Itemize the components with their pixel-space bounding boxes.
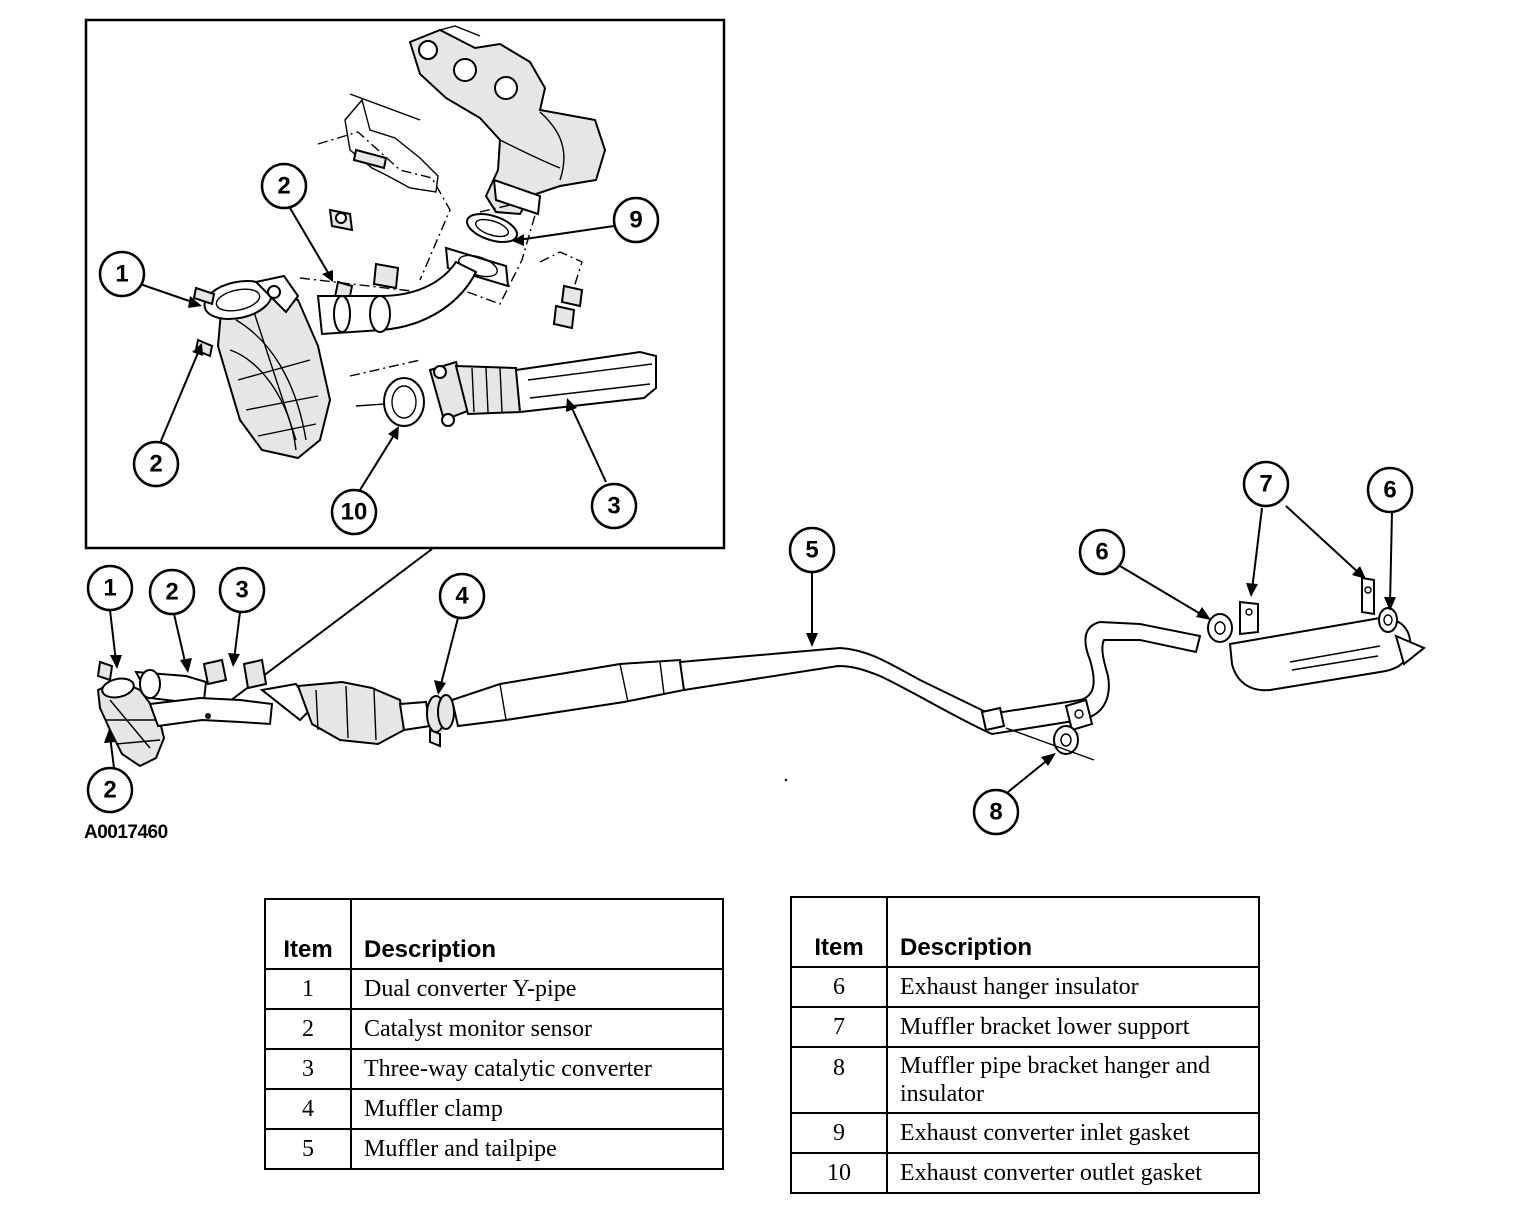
svg-text:7: 7 [1259, 471, 1272, 498]
main-catalytic-converter [259, 680, 432, 746]
item-number: 8 [790, 1046, 888, 1114]
header-description: Description [886, 896, 1260, 968]
svg-text:4: 4 [455, 583, 469, 610]
callout-main-3: 3 [218, 566, 266, 614]
y-pipe-inlet-pipe [316, 260, 478, 336]
exhaust-system-diagram: 1 2 2 9 10 3 [84, 18, 1426, 836]
svg-text:2: 2 [277, 173, 290, 200]
svg-text:1: 1 [103, 575, 116, 602]
callout-inset-3: 3 [590, 482, 638, 530]
inlet-gasket-9 [444, 178, 542, 288]
svg-text:10: 10 [341, 499, 368, 526]
callout-main-6-front: 6 [1078, 528, 1126, 576]
svg-text:6: 6 [1095, 539, 1108, 566]
item-description: Muffler and tailpipe [350, 1128, 724, 1170]
muffler-bracket-front [1239, 600, 1259, 636]
muffler-pipe-bracket-hanger [980, 698, 1095, 761]
header-item: Item [264, 898, 352, 970]
callout-inset-2-upper: 2 [260, 162, 308, 210]
main-leader-arrows [104, 505, 1396, 793]
item-description: Muffler clamp [350, 1088, 724, 1130]
three-way-catalytic-converter-inlet [428, 350, 657, 427]
svg-text:8: 8 [989, 799, 1002, 826]
callout-main-8: 8 [972, 788, 1020, 836]
inset-leader-arrows [139, 207, 615, 491]
item-number: 7 [790, 1006, 888, 1048]
muffler [1228, 616, 1426, 692]
legend-header-row: Item Description [790, 896, 1260, 968]
callout-inset-10: 10 [330, 488, 378, 536]
muffler-and-tailpipe [678, 620, 1202, 736]
item-number: 4 [264, 1088, 352, 1130]
svg-text:2: 2 [149, 451, 162, 478]
item-description: Muffler bracket lower support [886, 1006, 1260, 1048]
item-description: Dual converter Y-pipe [350, 968, 724, 1010]
stud-centerline-upper [317, 131, 451, 281]
resonator [450, 658, 686, 728]
item-number: 6 [790, 966, 888, 1008]
exhaust-manifold [408, 25, 607, 216]
legend-header-row: Item Description [264, 898, 724, 970]
callout-main-1: 1 [86, 564, 134, 612]
studs-and-nuts [328, 148, 584, 330]
item-description: Exhaust converter inlet gasket [886, 1112, 1260, 1154]
callout-main-6-rear: 6 [1366, 466, 1414, 514]
callout-main-7: 7 [1242, 460, 1290, 508]
header-description: Description [350, 898, 724, 970]
figure-code: A0017460 [84, 822, 168, 843]
item-description: Catalyst monitor sensor [350, 1008, 724, 1050]
engine-block-outline [344, 98, 439, 193]
item-description: Exhaust hanger insulator [886, 966, 1260, 1008]
dual-converter-y-pipe [192, 274, 332, 460]
svg-text:3: 3 [607, 493, 620, 520]
outlet-gasket-10 [355, 377, 425, 427]
svg-text:5: 5 [805, 537, 818, 564]
svg-text:2: 2 [103, 777, 116, 804]
callout-main-4: 4 [438, 572, 486, 620]
svg-text:3: 3 [235, 577, 248, 604]
svg-text:9: 9 [629, 207, 642, 234]
callout-inset-1: 1 [98, 250, 146, 298]
main-exhaust-assembly: 1 2 3 2 4 5 6 7 6 8 [86, 460, 1426, 836]
item-number: 1 [264, 968, 352, 1010]
hanger-insulator-front [1207, 613, 1233, 643]
item-number: 10 [790, 1152, 888, 1194]
callout-inset-2-lower: 2 [132, 440, 180, 488]
svg-text:6: 6 [1383, 477, 1396, 504]
item-number: 2 [264, 1008, 352, 1050]
inset-frame [84, 18, 726, 550]
inset-leader-line [209, 548, 433, 717]
muffler-bracket-rear [1361, 576, 1375, 616]
callout-inset-9: 9 [612, 196, 660, 244]
svg-text:2: 2 [165, 579, 178, 606]
callout-main-2-upper: 2 [148, 568, 196, 616]
item-description: Three-way catalytic converter [350, 1048, 724, 1090]
muffler-clamp [426, 694, 455, 748]
item-number: 5 [264, 1128, 352, 1170]
inset-detail-view: 1 2 2 9 10 3 [84, 18, 726, 717]
item-number: 9 [790, 1112, 888, 1154]
header-item: Item [790, 896, 888, 968]
callout-main-5: 5 [788, 526, 836, 574]
item-description: Exhaust converter outlet gasket [886, 1152, 1260, 1194]
svg-text:1: 1 [115, 261, 128, 288]
callout-main-2-lower: 2 [86, 766, 134, 814]
item-number: 3 [264, 1048, 352, 1090]
item-description: Muffler pipe bracket hanger and insulato… [886, 1046, 1260, 1114]
hanger-insulator-rear [1378, 607, 1398, 633]
main-y-pipe [96, 658, 274, 768]
